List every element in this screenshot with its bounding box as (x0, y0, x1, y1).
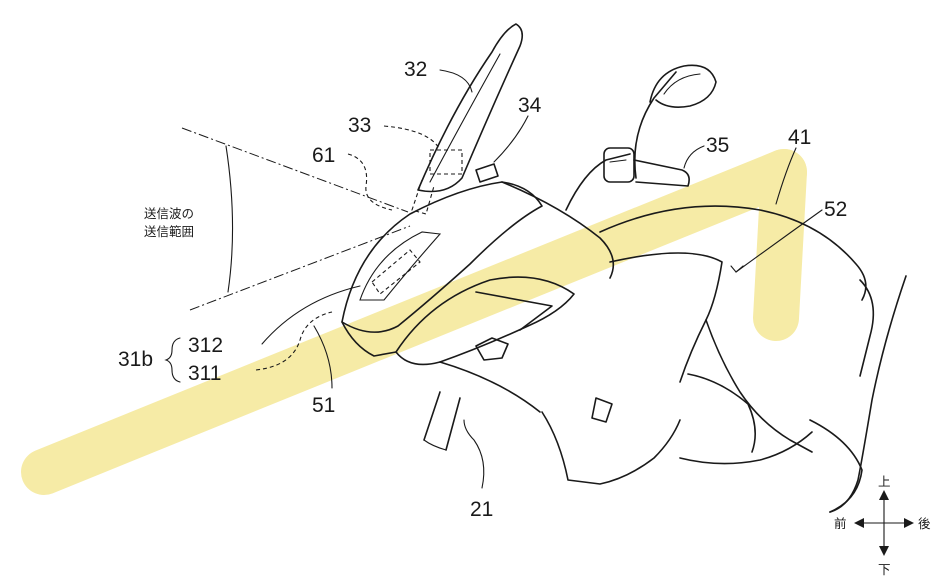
bracket-hidden (411, 149, 463, 215)
frame-edge (829, 275, 907, 513)
label-41: 41 (788, 126, 811, 149)
label-34: 34 (518, 94, 542, 117)
label-33: 33 (348, 114, 371, 137)
label-31b: 31b (118, 348, 153, 371)
fuel-tank (599, 205, 875, 383)
range-caption-line1: 送信波の (144, 206, 194, 221)
label-61: 61 (312, 144, 335, 167)
arrow-down-icon (879, 546, 889, 556)
label-51: 51 (312, 394, 335, 417)
highlight-band (21, 149, 807, 495)
compass-up-label: 上 (878, 474, 891, 489)
label-52: 52 (824, 198, 847, 221)
handlebar (565, 147, 690, 211)
group-brace (164, 337, 181, 383)
label-311: 311 (188, 362, 221, 385)
label-35: 35 (706, 134, 729, 157)
reference-numerals: 32 33 34 35 41 52 61 31b 312 311 51 21 (118, 58, 847, 521)
compass-front-label: 前 (834, 516, 847, 531)
leader-lines (255, 69, 823, 489)
compass-down-label: 下 (878, 562, 891, 577)
arrow-right-icon (904, 518, 914, 528)
side-fairing (395, 276, 863, 513)
mirror-assembly (475, 64, 717, 183)
range-caption: 送信波の 送信範囲 (144, 206, 194, 239)
front-fork (423, 391, 461, 451)
orientation-compass: 上 下 前 後 (834, 474, 931, 577)
arrow-up-icon (879, 490, 889, 500)
arrow-left-icon (854, 518, 864, 528)
windscreen (417, 23, 524, 193)
compass-rear-label: 後 (918, 516, 931, 531)
front-cowl (341, 181, 615, 357)
label-312: 312 (188, 334, 223, 357)
label-21: 21 (470, 498, 493, 521)
transmission-range (181, 127, 411, 311)
label-32: 32 (404, 58, 427, 81)
range-caption-line2: 送信範囲 (144, 224, 194, 239)
